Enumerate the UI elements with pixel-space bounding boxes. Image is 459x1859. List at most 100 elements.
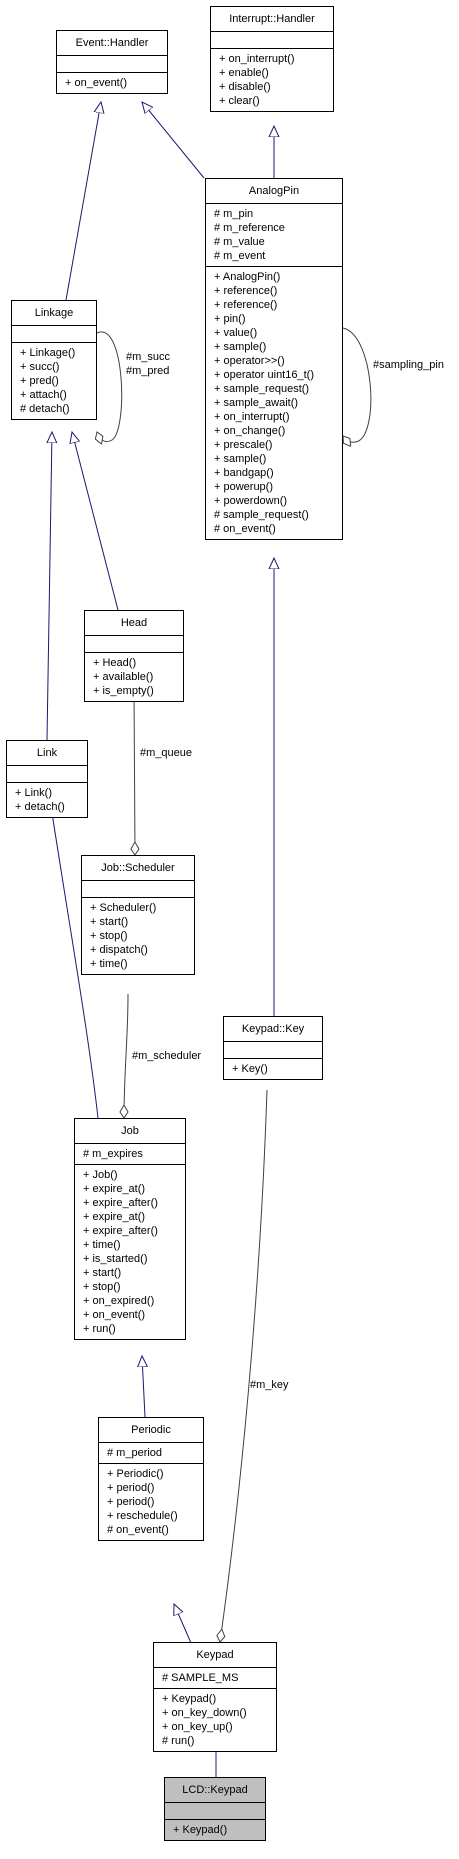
label-m-succ: #m_succ xyxy=(126,351,171,363)
method: # on_event() xyxy=(214,523,276,535)
method: + Scheduler() xyxy=(90,902,157,914)
attributes-section: # m_expires xyxy=(75,1144,185,1165)
class-analogpin: AnalogPin# m_pin# m_reference# m_value# … xyxy=(205,178,343,540)
attribute: # m_pin xyxy=(214,208,254,220)
label-m-key: #m_key xyxy=(250,1379,289,1391)
edge-keypad-to-periodic xyxy=(174,1604,192,1644)
attributes-section xyxy=(12,326,96,343)
methods-section: + AnalogPin()+ reference()+ reference()+… xyxy=(206,267,342,539)
method: + clear() xyxy=(219,95,260,107)
method: + succ() xyxy=(20,361,60,373)
attribute: # m_value xyxy=(214,236,265,248)
class-title: Interrupt::Handler xyxy=(211,7,333,32)
edge-linkage-to-event-handler xyxy=(65,102,101,301)
method: + stop() xyxy=(90,930,128,942)
method: + on_interrupt() xyxy=(214,411,290,423)
class-periodic: Periodic# m_period+ Periodic()+ period()… xyxy=(98,1417,204,1541)
method: + start() xyxy=(83,1267,122,1279)
method: # detach() xyxy=(20,403,70,415)
method: + operator>>() xyxy=(214,355,285,367)
method: + is_empty() xyxy=(93,685,154,697)
methods-section: + Keypad() xyxy=(165,1820,265,1840)
attributes-section xyxy=(165,1803,265,1820)
method: + sample() xyxy=(214,453,267,465)
label-m-pred: #m_pred xyxy=(126,365,170,377)
attributes-section: # SAMPLE_MS xyxy=(154,1668,276,1689)
method: + Keypad() xyxy=(162,1693,217,1705)
method: + available() xyxy=(93,671,154,683)
attributes-section xyxy=(224,1042,322,1059)
methods-section: + Key() xyxy=(224,1059,322,1079)
attribute: # m_reference xyxy=(214,222,285,234)
edge-analogpin-self xyxy=(343,327,372,442)
method: + start() xyxy=(90,916,129,928)
attribute: # m_expires xyxy=(83,1148,143,1160)
attribute: # SAMPLE_MS xyxy=(162,1672,239,1684)
class-title: Head xyxy=(85,611,183,636)
class-job: Job # m_expires + Job() + expire_at() + expi… xyxy=(74,1118,186,1340)
method: + attach() xyxy=(20,389,67,401)
method: + sample_request() xyxy=(214,383,310,395)
method: + enable() xyxy=(219,67,269,79)
method: + period() xyxy=(107,1482,155,1494)
attributes-section: # m_pin # m_reference # m_value # m_event xyxy=(206,204,342,267)
methods-section: + Keypad()+ on_key_down()+ on_key_up()# … xyxy=(154,1689,276,1751)
class-event-handler: Event::Handler+ on_event() xyxy=(56,30,168,94)
methods-section: + Head()+ available()+ is_empty() xyxy=(85,653,183,701)
method: + disable() xyxy=(219,81,271,93)
method: # run() xyxy=(162,1735,195,1747)
class-keypad-key: Keypad::Key+ Key() xyxy=(223,1016,323,1080)
class-link: Link + Link() + detach() xyxy=(6,740,88,818)
edge-head-to-scheduler xyxy=(134,687,135,855)
class-title: LCD::Keypad xyxy=(165,1778,265,1803)
method: + on_event() xyxy=(65,77,128,89)
method: + expire_after() xyxy=(83,1197,158,1209)
class-lcd-keypad: LCD::Keypad+ Keypad() xyxy=(164,1777,266,1841)
attributes-section xyxy=(7,766,87,783)
class-job-scheduler: Job::Scheduler+ Scheduler()+ start()+ st… xyxy=(81,855,195,975)
method: + on_key_down() xyxy=(162,1707,247,1719)
edge-keypad-key-to-keypad xyxy=(220,1089,268,1642)
attributes-section xyxy=(211,32,333,49)
method: + sample() xyxy=(214,341,267,353)
method: + Link() xyxy=(15,787,52,799)
method: + dispatch() xyxy=(90,944,148,956)
method: + Key() xyxy=(232,1063,268,1075)
methods-section: + Link() + detach() xyxy=(7,783,87,817)
method: + stop() xyxy=(83,1281,121,1293)
label-m-scheduler: #m_scheduler xyxy=(132,1050,202,1062)
method: + on_change() xyxy=(214,425,286,437)
class-title: Link xyxy=(7,741,87,766)
label-sampling-pin: #sampling_pin xyxy=(373,359,444,371)
method: + Job() xyxy=(83,1169,118,1181)
method: + pred() xyxy=(20,375,59,387)
method: + expire_at() xyxy=(83,1211,146,1223)
attributes-section xyxy=(82,881,194,898)
label-m-queue: #m_queue xyxy=(140,747,192,759)
method: + is_started() xyxy=(83,1253,148,1265)
attribute: # m_event xyxy=(214,250,266,262)
class-linkage: Linkage + Linkage() + succ() + pred() + atta… xyxy=(11,300,97,420)
method: + reschedule() xyxy=(107,1510,178,1522)
class-title: Event::Handler xyxy=(57,31,167,56)
class-title: Linkage xyxy=(12,301,96,326)
method: + on_interrupt() xyxy=(219,53,295,65)
class-title: Keypad xyxy=(154,1643,276,1668)
attributes-section xyxy=(57,56,167,73)
class-head: Head+ Head()+ available()+ is_empty() xyxy=(84,610,184,702)
method: + operator uint16_t() xyxy=(214,369,314,381)
methods-section: + on_interrupt() + enable() + disable() + c… xyxy=(211,49,333,111)
method: + period() xyxy=(107,1496,155,1508)
edge-periodic-to-job xyxy=(142,1356,145,1418)
method: + Linkage() xyxy=(20,347,76,359)
attribute: # m_period xyxy=(107,1447,163,1459)
method: + detach() xyxy=(15,801,65,813)
methods-section: + Job()+ expire_at()+ expire_after()+ ex… xyxy=(75,1165,185,1339)
class-interrupt-handler: Interrupt::Handler+ on_interrupt()+ enab… xyxy=(210,6,334,112)
edge-linkage-self xyxy=(97,331,123,442)
edge-job-to-link xyxy=(50,800,99,1119)
class-title: Job xyxy=(75,1119,185,1144)
class-title: AnalogPin xyxy=(206,179,342,204)
edge-analogpin-to-event-handler xyxy=(142,102,205,179)
